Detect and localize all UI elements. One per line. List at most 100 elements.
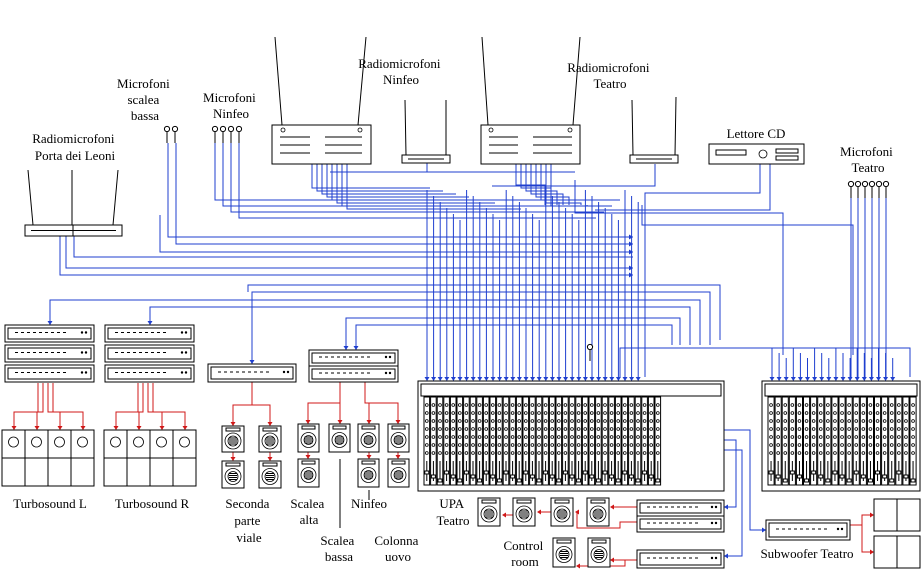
arrow-head	[530, 377, 536, 381]
label-scalea-bassa: Scalea bassa	[320, 533, 357, 564]
turbo-l-wire	[52, 383, 84, 428]
arrow-head	[353, 346, 359, 350]
fader	[889, 478, 895, 483]
arrow-head	[724, 553, 728, 559]
feed-extra	[159, 215, 633, 253]
fader	[768, 470, 774, 475]
channel-strip	[817, 396, 825, 486]
speaker-scalea-alta-1-top	[301, 425, 316, 430]
fader	[846, 478, 852, 483]
amp-seconda-parte-panel	[210, 366, 294, 380]
fader	[477, 478, 483, 483]
arrow-head	[424, 377, 430, 381]
speaker-scalea-alta-2	[297, 458, 320, 488]
fader	[804, 478, 810, 483]
arrow-head	[609, 377, 615, 381]
channel-strip	[529, 396, 536, 486]
arrow-head	[797, 377, 803, 381]
arrow-head	[563, 377, 569, 381]
arrow-head	[444, 377, 450, 381]
speaker-seconda-1-top	[225, 427, 241, 432]
arrow-head-red	[366, 455, 372, 459]
arrow-head-red	[610, 557, 614, 563]
fader	[860, 474, 866, 479]
channel-strip	[542, 396, 549, 486]
fader	[818, 474, 824, 479]
channel-strip	[634, 396, 642, 486]
arrow-head	[847, 377, 853, 381]
mic-ninfeo-feed	[238, 143, 596, 219]
arrow-head	[569, 377, 575, 381]
channel-strip	[845, 396, 853, 486]
channel-strip	[803, 396, 811, 486]
turbo-r-wire	[115, 383, 139, 428]
channel-strip	[436, 396, 444, 486]
fader	[648, 474, 654, 479]
arrow-head	[470, 377, 476, 381]
arrow-head	[629, 249, 633, 255]
label-microfoni-scalea-bassa: Microfoni scalea bassa	[117, 76, 173, 123]
label-upa-teatro: UPA Teatro	[436, 496, 469, 528]
arrow-head-red	[870, 512, 874, 518]
arrow-head	[596, 377, 602, 381]
speaker-upa-2-top	[516, 499, 532, 504]
channel-strip	[502, 396, 510, 486]
mic-ninfeo-feed	[230, 143, 604, 213]
channel-strip	[641, 396, 648, 486]
channel-strip	[575, 396, 582, 486]
amp-l-feed	[49, 299, 701, 345]
channel-strip	[489, 396, 497, 486]
turbo-l-wire	[13, 383, 39, 428]
arrow-head	[556, 377, 562, 381]
arrow-head	[615, 377, 621, 381]
arrow-head	[543, 377, 549, 381]
speaker-scalea-alta-1	[297, 423, 320, 453]
fader	[896, 470, 902, 475]
mic-ninfeo-1	[211, 125, 219, 143]
arrow-head-red	[267, 457, 273, 461]
arrow-head	[510, 377, 516, 381]
arrow-head	[516, 377, 522, 381]
arrow-head	[854, 377, 860, 381]
channel-strip	[795, 396, 804, 486]
fader	[867, 478, 873, 483]
speaker-control-1	[552, 537, 576, 568]
label-radiomicrofoni-ninfeo: Radiomicrofoni Ninfeo	[358, 56, 444, 87]
mic-control	[586, 343, 594, 361]
arrow-head	[457, 377, 463, 381]
channel-strip	[555, 396, 563, 486]
radiomic-ninfeo-out	[311, 164, 430, 189]
mic-teatro-4	[868, 180, 876, 198]
amp-control-room	[636, 549, 725, 569]
channel-strip	[788, 396, 796, 486]
arrow-head	[602, 377, 608, 381]
arrow-head-red	[870, 549, 874, 555]
arrow-head	[147, 321, 153, 325]
arrow-head	[47, 321, 53, 325]
label-turbosound-r: Turbosound R	[115, 496, 190, 511]
speaker-seconda-2-top	[262, 427, 278, 432]
fader	[655, 478, 661, 483]
arrow-head-red	[57, 426, 63, 430]
fader	[882, 474, 888, 479]
channel-strip	[874, 396, 882, 486]
mic-ninfeo-2	[219, 125, 227, 143]
fader	[622, 470, 628, 475]
channel-strip	[568, 396, 576, 486]
speaker-colonna-1	[387, 423, 410, 453]
speaker-ninfeo-2	[357, 458, 380, 488]
radiomic-teatro-rack	[480, 36, 581, 165]
arrow-head-red	[230, 422, 236, 426]
cd-feed	[644, 164, 761, 377]
amp-r-feed	[149, 306, 691, 345]
channel-strip	[895, 396, 903, 486]
subwoofer-out	[724, 429, 766, 531]
channel-strip	[781, 396, 789, 486]
arrow-head-red	[305, 420, 311, 424]
amp-l-1	[4, 324, 95, 343]
channel-strip	[562, 396, 569, 486]
fader	[635, 478, 641, 483]
channel-strip	[449, 396, 457, 486]
arrow-head	[629, 234, 633, 240]
arrow-head	[437, 377, 443, 381]
